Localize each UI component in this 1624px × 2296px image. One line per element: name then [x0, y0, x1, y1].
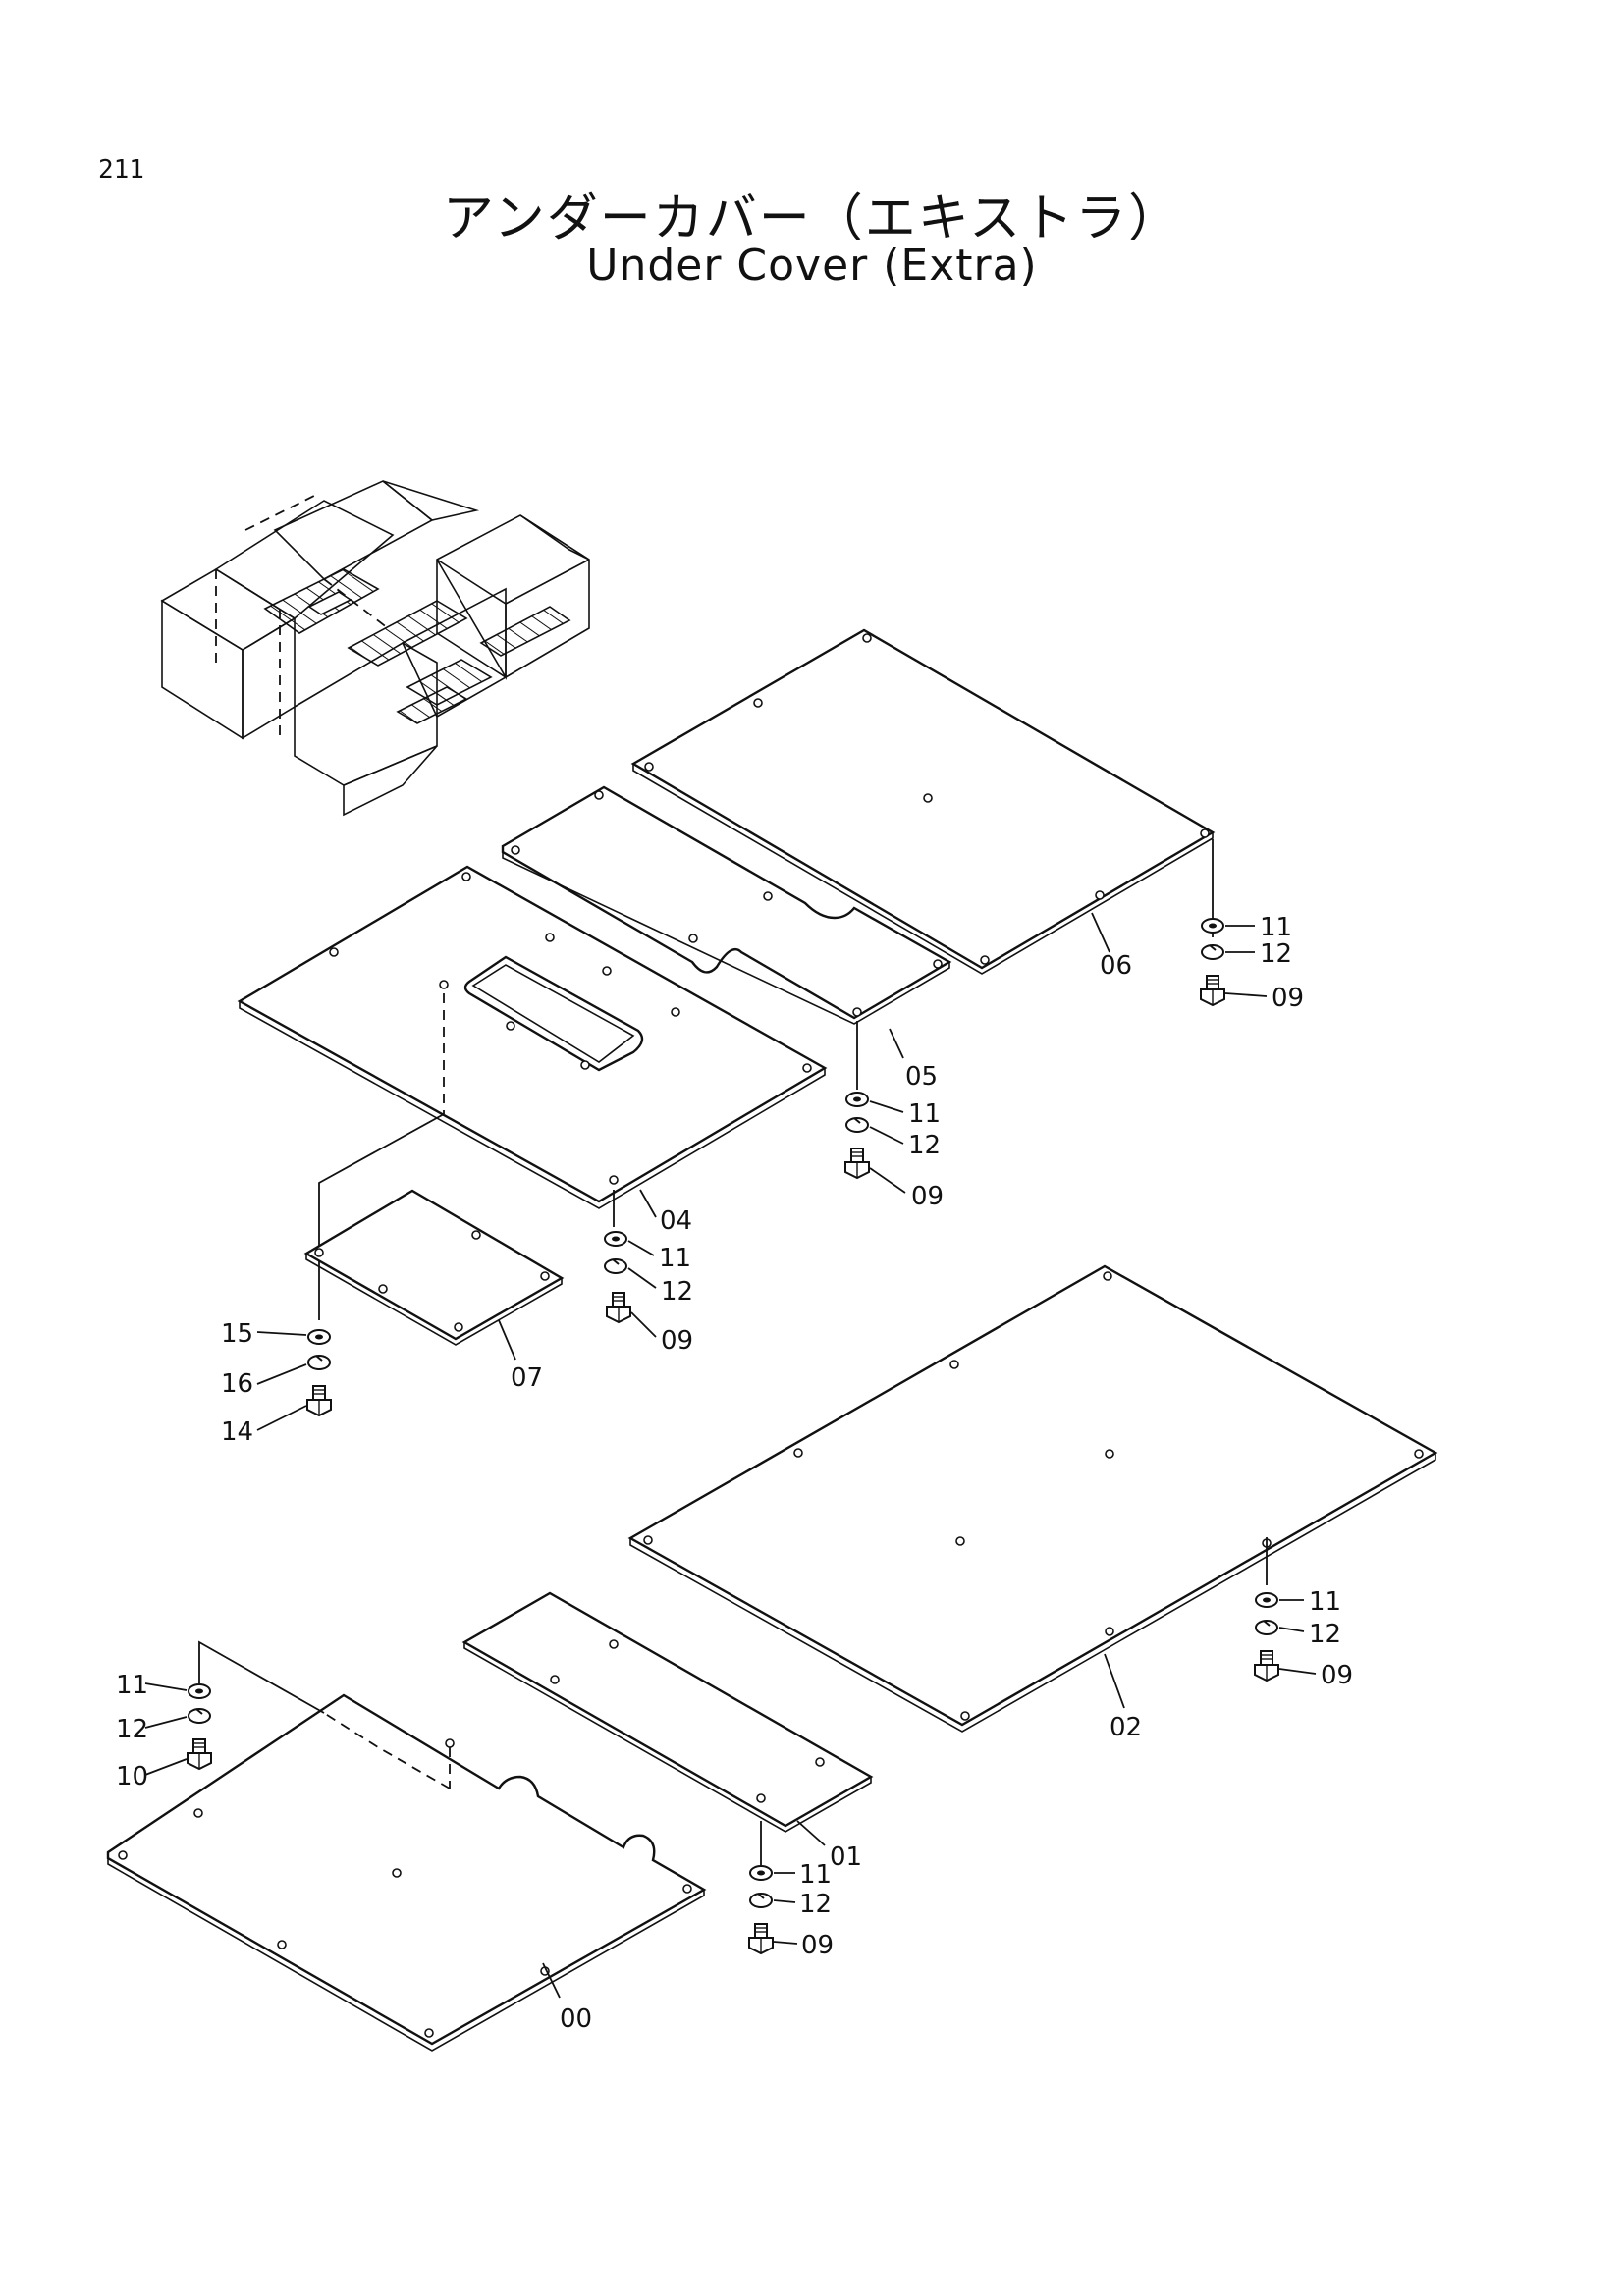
label-part-05: 05	[905, 1062, 938, 1092]
label-part-09-e: 09	[801, 1931, 834, 1960]
label-part-11-c: 11	[659, 1244, 691, 1273]
page-number: 211	[98, 155, 144, 185]
connector-line-04-07	[318, 1113, 445, 1249]
label-part-12-b: 12	[908, 1131, 941, 1160]
label-part-11-f: 11	[116, 1671, 148, 1700]
label-part-07: 07	[511, 1363, 543, 1393]
label-part-12-a: 12	[1260, 939, 1292, 969]
label-part-11-b: 11	[908, 1099, 941, 1129]
label-part-14: 14	[221, 1417, 253, 1447]
label-part-06: 06	[1100, 951, 1132, 981]
label-part-11-e: 11	[799, 1860, 832, 1890]
label-part-12-d: 12	[1309, 1620, 1341, 1649]
connector-line-00-10	[198, 1640, 325, 1714]
label-part-04: 04	[660, 1206, 692, 1236]
plate-01	[461, 1591, 874, 1865]
label-part-12-e: 12	[799, 1890, 832, 1919]
page-title-english: Under Cover (Extra)	[586, 240, 1038, 291]
label-part-12-f: 12	[116, 1715, 148, 1744]
plate-07	[303, 1189, 565, 1361]
hardware-stack-05	[844, 1092, 906, 1194]
hardware-stack-01	[748, 1865, 798, 1954]
label-part-16: 16	[221, 1369, 253, 1399]
label-part-01: 01	[830, 1842, 862, 1872]
label-part-02: 02	[1110, 1713, 1142, 1742]
label-part-09-a: 09	[1272, 984, 1304, 1013]
hardware-stack-07	[256, 1329, 332, 1431]
page-title-japanese: アンダーカバー（エキストラ）	[442, 189, 1182, 248]
label-part-10: 10	[116, 1762, 148, 1791]
plate-02	[627, 1264, 1438, 1733]
hardware-stack-06	[1200, 918, 1268, 1006]
plate-00	[106, 1693, 707, 2052]
plate-04	[237, 865, 828, 1227]
label-part-09-d: 09	[1321, 1661, 1353, 1690]
plate-05	[501, 785, 952, 1090]
hardware-stack-00	[144, 1682, 212, 1776]
hardware-stack-02	[1254, 1592, 1317, 1682]
label-part-09-b: 09	[911, 1182, 944, 1211]
label-part-11-a: 11	[1260, 913, 1292, 942]
label-part-12-c: 12	[661, 1277, 693, 1307]
label-part-11-d: 11	[1309, 1587, 1341, 1617]
label-part-00: 00	[560, 2004, 592, 2034]
machine-overview-sketch	[160, 480, 590, 817]
label-part-09-c: 09	[661, 1326, 693, 1356]
hardware-stack-04	[604, 1231, 657, 1338]
label-part-15: 15	[221, 1319, 253, 1349]
